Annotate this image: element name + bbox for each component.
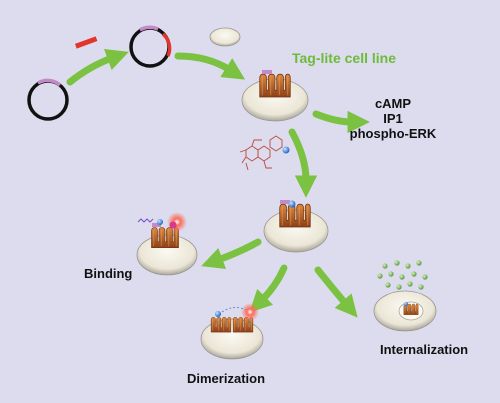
construct-plasmid-icon — [129, 25, 172, 68]
plasmid-icon — [27, 78, 69, 121]
cell-icon-empty — [209, 27, 241, 47]
arrow-to-internalization — [314, 266, 358, 318]
released-particles-icon — [377, 260, 428, 290]
arrow-to-binding — [201, 238, 262, 269]
internalization-label: Internalization — [380, 342, 469, 357]
tag-lite-cell-icon — [241, 70, 309, 122]
internalization-cell-icon — [373, 290, 437, 332]
labeled-cell-icon — [263, 200, 329, 253]
arrow-construct-to-cell — [174, 52, 246, 80]
dimerization-label: Dimerization — [187, 371, 266, 386]
readout-ip1: IP1 — [383, 111, 403, 126]
dimerization-cell-icon — [200, 303, 264, 360]
arrow-cell-to-readouts — [312, 110, 370, 134]
readout-camp: cAMP — [374, 96, 412, 111]
cell-line-label: Tag-lite cell line — [292, 50, 396, 66]
readout-list: cAMP IP1 phospho-ERK — [343, 96, 443, 141]
arrow-to-dimerization — [249, 264, 288, 313]
readout-phospho-erk: phospho-ERK — [349, 126, 437, 141]
arrow-cell-to-ligand-cell — [288, 128, 318, 198]
binding-label: Binding — [84, 266, 133, 281]
ligand-fluorophore-icon — [282, 146, 290, 154]
ligand-molecule-icon — [239, 135, 283, 171]
insert-fragment-icon — [74, 36, 98, 49]
binding-cell-icon — [136, 212, 198, 276]
arrow-plasmid-to-construct — [66, 49, 129, 86]
